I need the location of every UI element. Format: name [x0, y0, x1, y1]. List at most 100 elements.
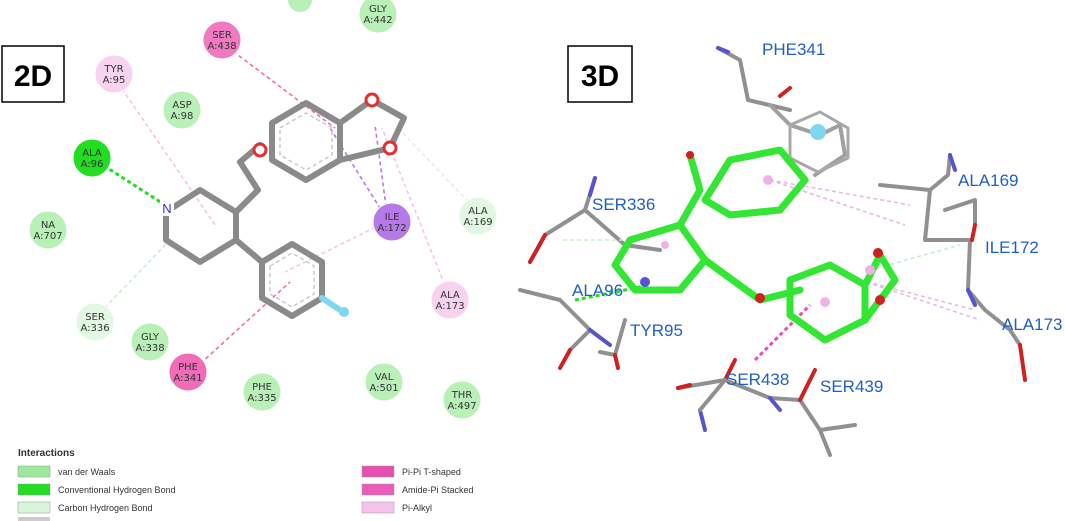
ligand-2d — [163, 97, 407, 319]
oxygen-atom-3d — [755, 293, 765, 303]
panel-2d-label-box — [1, 45, 65, 103]
panel-3d: 3D — [518, 40, 1063, 457]
residue-circle — [75, 302, 115, 342]
centroid-3d — [820, 297, 830, 307]
residue-number: A:95 — [103, 75, 126, 86]
line-ala173 — [381, 127, 451, 299]
oxygen-atom-3d — [875, 295, 885, 305]
residue-name: SER — [85, 312, 105, 323]
legend-swatch — [17, 465, 51, 478]
residue-name: GLY — [141, 332, 160, 343]
residue-name: VAL — [375, 372, 394, 383]
label-ile172: ILE172 — [985, 238, 1039, 257]
panel-2d: 2D — [1, 0, 498, 420]
residue-circle — [28, 210, 68, 250]
residue-name: ASP — [172, 100, 191, 111]
interaction-lines-2d — [91, 42, 479, 374]
residue-circle — [168, 352, 208, 392]
nitrogen-atom-bg — [160, 200, 174, 216]
residue-circle — [458, 196, 498, 236]
legend-swatch — [361, 483, 395, 496]
line-ala169 — [399, 129, 479, 213]
ligand-3d-dioxole — [861, 251, 899, 324]
line-phe341 — [189, 281, 291, 374]
centroid-3d — [661, 241, 669, 249]
ligand-3d-fluorophenyl — [701, 146, 809, 219]
legend-label: Carbon Hydrogen Bond — [58, 503, 153, 513]
residue-number: A:442 — [363, 15, 392, 26]
dioxole-ring — [337, 97, 407, 163]
residue-circle — [130, 322, 170, 362]
residue-number: A:335 — [247, 393, 276, 404]
residue-name: PHE — [178, 362, 198, 373]
label-tyr95: TYR95 — [630, 321, 683, 340]
partial-residue — [288, 0, 312, 12]
residue-number: A:501 — [369, 383, 398, 394]
residue-name: ALA — [82, 148, 102, 159]
residue-circle — [372, 202, 412, 242]
line-ile172-c — [284, 220, 389, 273]
residue-circle — [72, 138, 112, 178]
residue-name: PHE — [252, 382, 272, 393]
residue-circle — [358, 0, 398, 34]
residue-name: ILE — [385, 212, 400, 223]
legend-swatch — [17, 501, 51, 514]
label-ser336: SER336 — [592, 195, 655, 214]
legend-title: Interactions — [18, 448, 75, 459]
residue-number: A:96 — [81, 159, 104, 170]
ligand-3d — [611, 146, 899, 344]
oxygen-atom-3d — [873, 248, 883, 258]
legend-swatch-partial — [18, 517, 50, 521]
line-ser438 — [221, 42, 336, 129]
oxygen-atom — [382, 140, 398, 156]
labels-3d: PHE341 SER336 ALA169 ILE172 ALA96 TYR95 … — [572, 40, 1063, 396]
residue-circle — [242, 372, 282, 412]
residue-circle — [364, 362, 404, 402]
centroid-3d — [763, 175, 773, 185]
nitrogen-atom-3d — [640, 277, 650, 287]
label-ala96: ALA96 — [572, 281, 623, 300]
residue-number: A:497 — [447, 401, 476, 412]
residue-number: A:438 — [207, 41, 236, 52]
residue-circle — [430, 280, 470, 320]
residue-circle — [442, 380, 482, 420]
ligand-3d-piperidine — [611, 221, 709, 294]
label-phe341: PHE341 — [762, 40, 825, 59]
residue-number: A:707 — [33, 231, 62, 242]
oxygen-atom-3d — [686, 151, 694, 159]
label-ser439: SER439 — [820, 377, 883, 396]
protein-sticks-3d — [518, 46, 1027, 457]
ligand-3d-stick — [676, 151, 704, 229]
label-ser438: SER438 — [726, 370, 789, 389]
legend-label: Pi-Pi T-shaped — [402, 467, 461, 477]
legend-swatch — [17, 483, 51, 496]
oxygen-atom — [364, 92, 380, 108]
legend-label: Pi-Alkyl — [402, 503, 432, 513]
fluorophenyl-ring — [259, 241, 325, 319]
label-ala169: ALA169 — [958, 171, 1019, 190]
centroid-3d — [865, 265, 875, 275]
legend-label: Amide-Pi Stacked — [402, 485, 474, 495]
aromatic-dashes-2d — [269, 112, 333, 308]
residue-number: A:172 — [377, 223, 406, 234]
residue-number: A:169 — [463, 217, 492, 228]
legend-swatch — [361, 465, 395, 478]
linker — [233, 142, 263, 215]
residue-circle — [94, 54, 134, 94]
legend-swatch — [361, 501, 395, 514]
oxygen-atom — [252, 142, 268, 158]
fluorine-bond — [319, 295, 343, 313]
legend-label: Conventional Hydrogen Bond — [58, 485, 176, 495]
